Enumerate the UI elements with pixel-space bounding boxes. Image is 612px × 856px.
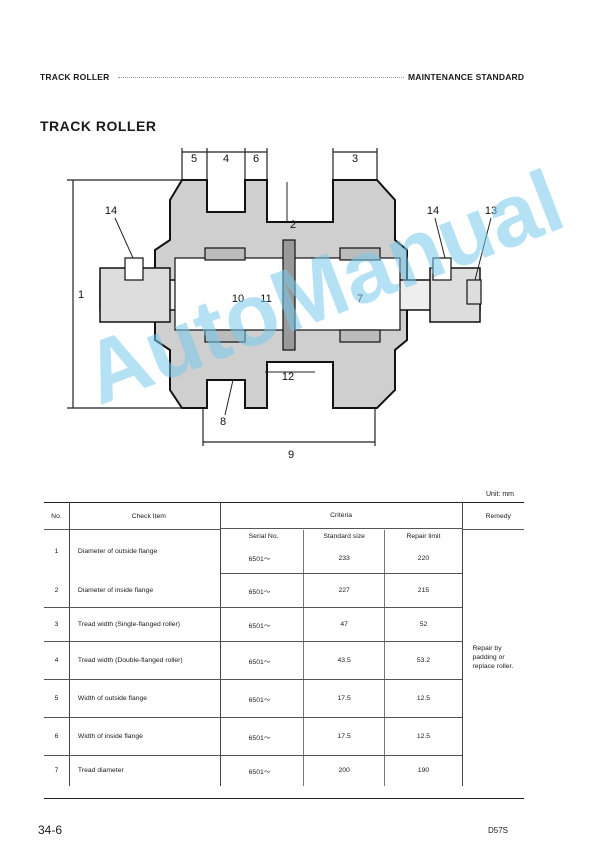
row-2-no: 2 bbox=[44, 573, 70, 608]
row-4-standard: 43.5 bbox=[302, 641, 385, 680]
callout-14-left: 14 bbox=[105, 205, 117, 217]
row-7-item: Tread diameter bbox=[69, 755, 221, 786]
callout-14-right: 14 bbox=[427, 205, 439, 217]
row-1-serial: 6501～ bbox=[220, 543, 304, 574]
col-criteria-header: Criteria bbox=[220, 502, 462, 529]
row-4-serial: 6501～ bbox=[220, 641, 304, 680]
row-7-standard: 200 bbox=[302, 755, 385, 786]
callout-1: 1 bbox=[78, 289, 84, 301]
callout-4: 4 bbox=[223, 153, 229, 165]
row-7-serial: 6501～ bbox=[248, 768, 271, 776]
subheader-serial: Serial No. bbox=[248, 533, 279, 540]
callout-10: 10 bbox=[232, 293, 244, 305]
row-6-serial: 6501～ bbox=[220, 717, 304, 756]
col-remedy-header: Remedy bbox=[461, 502, 524, 530]
model-code: D57S bbox=[488, 826, 509, 835]
row-2-item: Diameter of inside flange bbox=[69, 573, 221, 608]
row-6-repair: 12.5 bbox=[384, 717, 462, 756]
col-no-header: No. bbox=[44, 502, 70, 530]
row-7-no: 7 bbox=[44, 755, 70, 786]
row-5-item: Width of outside flange bbox=[69, 679, 221, 718]
callout-9: 9 bbox=[288, 449, 294, 461]
page-title: TRACK ROLLER bbox=[40, 118, 157, 134]
row-3-no: 3 bbox=[44, 607, 70, 642]
row-6-item: Width of inside flange bbox=[69, 717, 221, 756]
subheader-standard: Standard size bbox=[302, 529, 385, 544]
row-7-repair: 190 bbox=[384, 755, 462, 786]
callout-7: 7 bbox=[357, 293, 363, 305]
row-2-repair: 215 bbox=[384, 573, 462, 608]
row-2-serial: 6501～ bbox=[220, 573, 304, 608]
remedy-cell: Repair by padding or replace roller. bbox=[461, 529, 524, 786]
row-3-repair: 52 bbox=[384, 607, 462, 642]
row-5-standard: 17.5 bbox=[302, 679, 385, 718]
callout-13: 13 bbox=[485, 205, 497, 217]
row-3-serial: 6501～ bbox=[220, 607, 304, 642]
table-bottom-rule bbox=[44, 798, 524, 799]
page-number: 34-6 bbox=[38, 823, 63, 837]
running-header-section: TRACK ROLLER bbox=[40, 72, 110, 82]
maintenance-standard-table: No. Check Item Criteria Remedy 1 Diamete… bbox=[44, 502, 524, 786]
row-6-no: 6 bbox=[44, 717, 70, 756]
callout-6: 6 bbox=[253, 153, 259, 165]
row-3-standard: 47 bbox=[302, 607, 385, 642]
callout-2: 2 bbox=[290, 219, 296, 231]
track-roller-cross-section-diagram: 5 4 6 3 2 14 14 13 1 10 11 7 12 8 9 bbox=[67, 148, 497, 461]
callout-3: 3 bbox=[352, 153, 358, 165]
header-leader-dots bbox=[118, 77, 404, 78]
row-5-repair: 12.5 bbox=[384, 679, 462, 718]
col-check-item-header: Check Item bbox=[69, 502, 221, 530]
row-4-item: Tread width (Double-flanged roller) bbox=[69, 641, 221, 680]
callout-8: 8 bbox=[220, 416, 226, 428]
row-4-repair: 53.2 bbox=[384, 641, 462, 680]
row-5-no: 5 bbox=[44, 679, 70, 718]
row-1-standard: 233 bbox=[302, 543, 385, 574]
row-3-item: Tread width (Single-flanged roller) bbox=[69, 607, 221, 642]
row-2-standard: 227 bbox=[302, 573, 385, 608]
row-1-no: 1 bbox=[44, 529, 70, 574]
row-1-repair: 220 bbox=[384, 543, 462, 574]
callout-12: 12 bbox=[282, 371, 294, 383]
row-1-item: Diameter of outside flange bbox=[69, 529, 221, 574]
callout-5: 5 bbox=[191, 153, 197, 165]
callout-11: 11 bbox=[260, 293, 271, 305]
unit-label: Unit: mm bbox=[486, 491, 514, 498]
running-header-standard: MAINTENANCE STANDARD bbox=[408, 72, 525, 82]
row-6-standard: 17.5 bbox=[302, 717, 385, 756]
row-4-no: 4 bbox=[44, 641, 70, 680]
subheader-repair: Repair limit bbox=[384, 529, 462, 544]
row-5-serial: 6501～ bbox=[220, 679, 304, 718]
